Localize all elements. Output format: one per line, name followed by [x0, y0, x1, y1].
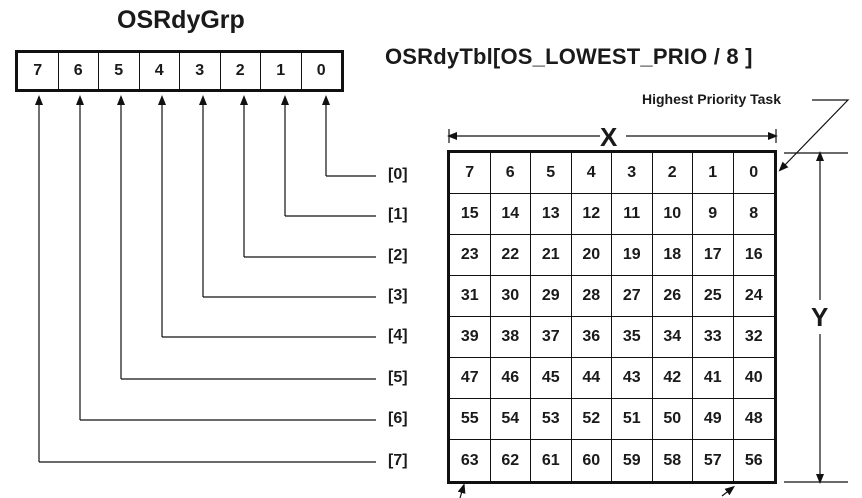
row-label: [6] [388, 410, 408, 427]
table-cell: 31 [450, 276, 491, 317]
grp-bit-cell: 1 [261, 53, 302, 89]
row-label: [0] [388, 166, 408, 183]
table-cell: 42 [652, 358, 693, 399]
grp-bit-cell: 5 [99, 53, 140, 89]
table-cell: 58 [653, 440, 693, 481]
table-cell: 48 [733, 399, 774, 440]
table-cell: 10 [652, 194, 693, 235]
row-label: [4] [388, 327, 408, 344]
grp-bit-cell: 4 [140, 53, 180, 89]
table-cell: 47 [450, 358, 491, 399]
table-cell: 39 [450, 317, 491, 358]
table-cell: 20 [571, 235, 612, 276]
table-cell: 44 [571, 358, 612, 399]
table-cell: 56 [744, 451, 763, 469]
table-cell: 29 [531, 276, 572, 317]
table-cell: 30 [490, 276, 531, 317]
row-label: [2] [388, 247, 408, 264]
x-dimension-label: X [600, 122, 618, 152]
y-dimension-label: Y [811, 302, 829, 332]
table-cell: 23 [450, 235, 491, 276]
row-label: [3] [388, 287, 408, 304]
bottom-arrow-left [457, 483, 466, 498]
row-label: [1] [388, 206, 408, 223]
highest-priority-pointer [778, 99, 850, 172]
table-cell: 24 [733, 276, 774, 317]
table-cell: 3 [612, 153, 653, 194]
highest-priority-label: Highest Priority Task [642, 91, 782, 107]
table-cell: 8 [733, 194, 774, 235]
osrdytbl-title: OSRdyTbl[OS_LOWEST_PRIO / 8 ] [385, 44, 753, 69]
table-cell: 35 [612, 317, 653, 358]
table-cell: 36 [571, 317, 612, 358]
table-cell: 21 [531, 235, 572, 276]
table-cell: 50 [652, 399, 693, 440]
grp-bit-cell: 3 [180, 53, 221, 89]
table-cell: 41 [693, 358, 734, 399]
table-cell: 55 [450, 399, 491, 440]
table-cell: 26 [652, 276, 693, 317]
table-cell: 12 [571, 194, 612, 235]
grp-bit-cell: 0 [316, 62, 326, 79]
table-cell: 53 [531, 399, 572, 440]
bottom-arrow-right [721, 485, 735, 497]
table-cell: 6 [490, 153, 531, 194]
table-cell: 52 [571, 399, 612, 440]
table-cell: 17 [693, 235, 734, 276]
table-cell: 40 [733, 358, 774, 399]
table-cell: 63 [450, 440, 491, 481]
table-cell: 11 [612, 194, 653, 235]
table-cell: 43 [612, 358, 653, 399]
table-cell: 32 [733, 317, 774, 358]
row-label: [5] [388, 369, 408, 386]
table-cell: 19 [612, 235, 653, 276]
table-cell: 61 [531, 440, 572, 481]
table-cell: 25 [693, 276, 734, 317]
table-cell: 62 [491, 440, 531, 481]
table-cell: 54 [490, 399, 531, 440]
table-cell: 5 [531, 153, 572, 194]
table-cell: 38 [490, 317, 531, 358]
table-cell: 37 [531, 317, 572, 358]
table-cell: 18 [652, 235, 693, 276]
table-cell: 45 [531, 358, 572, 399]
grp-bit-cell: 7 [18, 53, 59, 89]
table-cell: 51 [612, 399, 653, 440]
table-cell: 60 [572, 440, 612, 481]
table-cell: 28 [571, 276, 612, 317]
table-cell: 49 [693, 399, 734, 440]
table-cell: 2 [652, 153, 693, 194]
table-cell: 13 [531, 194, 572, 235]
row-label: [7] [388, 452, 408, 469]
table-cell: 59 [612, 440, 653, 481]
grp-bit-cell: 2 [221, 53, 261, 89]
table-cell: 1 [693, 153, 734, 194]
table-cell: 4 [571, 153, 612, 194]
table-cell: 46 [490, 358, 531, 399]
grp-bit-cell: 6 [59, 53, 99, 89]
table-cell: 0 [733, 153, 774, 194]
table-cell: 22 [490, 235, 531, 276]
table-cell: 34 [652, 317, 693, 358]
osrdygrp-title: OSRdyGrp [117, 6, 245, 34]
table-cell: 9 [693, 194, 734, 235]
table-cell: 33 [693, 317, 734, 358]
table-cell: 27 [612, 276, 653, 317]
table-cell: 7 [450, 153, 491, 194]
table-cell: 16 [733, 235, 774, 276]
table-cell: 15 [450, 194, 491, 235]
table-cell: 57 [693, 440, 734, 481]
table-cell: 14 [490, 194, 531, 235]
osrdygrp-register: 7 6 5 4 3 2 1 0 [15, 50, 344, 92]
